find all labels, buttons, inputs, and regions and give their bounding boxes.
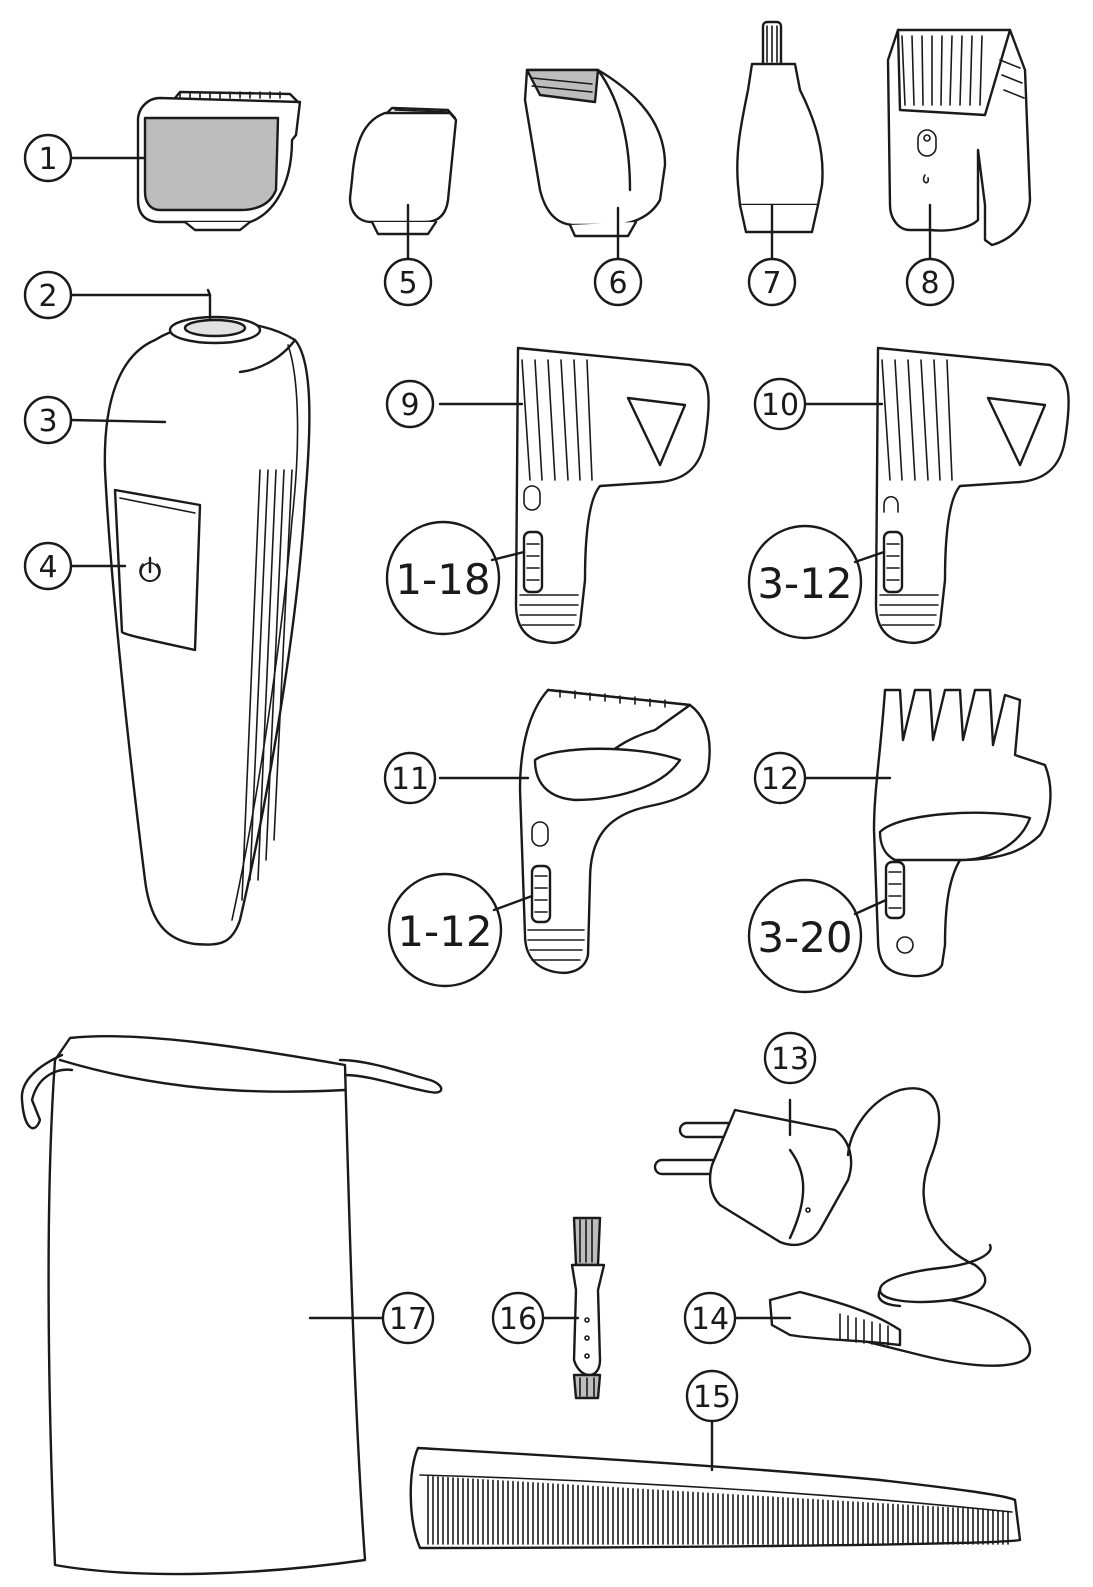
callout-12-label: 12 <box>761 762 799 797</box>
callout-14: 14 <box>683 1291 737 1345</box>
callout-1: 1 <box>23 133 73 183</box>
range-label-comb-11: 1-12 <box>397 907 492 956</box>
callout-10: 10 <box>753 377 807 431</box>
beard-trimmer-part <box>523 68 667 264</box>
callout-5-label: 5 <box>398 266 417 301</box>
range-label-comb-12: 3-20 <box>757 913 852 962</box>
callout-1-label: 1 <box>38 142 57 177</box>
callout-8-label: 8 <box>920 266 939 301</box>
callout-15-label: 15 <box>693 1380 731 1415</box>
callout-16-label: 16 <box>499 1302 537 1337</box>
callout-7: 7 <box>747 257 797 307</box>
comb-10-part <box>747 346 1070 644</box>
precision-trimmer-part <box>348 106 458 264</box>
handle-part <box>68 288 311 946</box>
callout-11-label: 11 <box>391 762 429 797</box>
callout-17-label: 17 <box>389 1302 427 1337</box>
hair-comb-part <box>886 28 1032 264</box>
range-label-comb-9: 1-18 <box>395 555 490 604</box>
callout-15: 15 <box>685 1369 739 1423</box>
callout-3-label: 3 <box>38 404 57 439</box>
cleaning-brush-part <box>538 1216 606 1400</box>
callout-6: 6 <box>593 257 643 307</box>
storage-pouch-part <box>20 1034 443 1576</box>
callout-13: 13 <box>763 1031 817 1085</box>
power-adapter-part <box>653 1087 1032 1367</box>
comb-11-part <box>387 688 711 988</box>
callout-14-label: 14 <box>691 1302 729 1337</box>
comb-12-part <box>747 688 1052 994</box>
nose-trimmer-part <box>736 20 824 264</box>
callout-2: 2 <box>23 270 73 320</box>
callout-11: 11 <box>383 751 437 805</box>
callout-5: 5 <box>383 257 433 307</box>
callout-12: 12 <box>753 751 807 805</box>
callout-3: 3 <box>23 395 73 445</box>
callout-9-label: 9 <box>400 388 419 423</box>
callout-8: 8 <box>905 257 955 307</box>
range-label-comb-10: 3-12 <box>757 559 852 608</box>
power-icon[interactable] <box>139 556 161 582</box>
callout-17: 17 <box>381 1291 435 1345</box>
callout-16: 16 <box>491 1291 545 1345</box>
callout-6-label: 6 <box>608 266 627 301</box>
callout-9: 9 <box>385 379 435 429</box>
callout-10-label: 10 <box>761 388 799 423</box>
callout-13-label: 13 <box>771 1042 809 1077</box>
callout-2-label: 2 <box>38 279 57 314</box>
pocket-comb-part <box>409 1418 1022 1550</box>
trimmer-head-part <box>68 90 302 232</box>
callout-4-label: 4 <box>38 550 57 585</box>
callout-4: 4 <box>23 541 73 591</box>
comb-9-part <box>385 346 710 644</box>
callout-7-label: 7 <box>762 266 781 301</box>
